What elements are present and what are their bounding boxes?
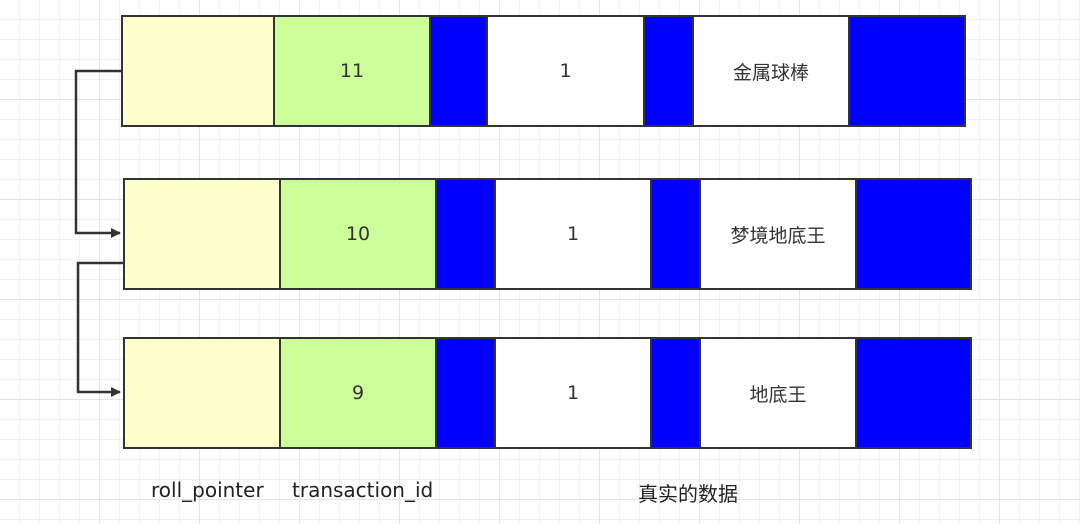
undo-record-2: 10 1 梦境地底王 xyxy=(123,178,972,290)
separator-cell xyxy=(431,17,488,125)
roll-pointer-cell xyxy=(125,180,281,288)
roll-pointer-cell xyxy=(125,339,281,447)
separator-cell xyxy=(652,180,701,288)
separator-cell xyxy=(645,17,694,125)
separator-cell xyxy=(857,180,970,288)
roll-pointer-cell xyxy=(123,17,275,125)
transaction-id-cell: 9 xyxy=(281,339,437,447)
transaction-id-cell: 11 xyxy=(275,17,431,125)
separator-cell xyxy=(437,339,496,447)
pointer-arrow-2 xyxy=(76,261,124,397)
text-cell: 梦境地底王 xyxy=(701,180,857,288)
value-cell: 1 xyxy=(496,339,652,447)
separator-cell xyxy=(437,180,496,288)
value-cell: 1 xyxy=(496,180,652,288)
transaction-id-label: transaction_id xyxy=(292,478,434,502)
roll-pointer-label: roll_pointer xyxy=(151,478,264,502)
value-cell: 1 xyxy=(488,17,645,125)
undo-record-3: 9 1 地底王 xyxy=(123,337,972,449)
undo-record-1: 11 1 金属球棒 xyxy=(121,15,966,127)
separator-cell xyxy=(850,17,964,125)
transaction-id-cell: 10 xyxy=(281,180,437,288)
real-data-label: 真实的数据 xyxy=(638,482,738,506)
separator-cell xyxy=(857,339,970,447)
pointer-arrow-1 xyxy=(74,69,122,238)
text-cell: 地底王 xyxy=(701,339,857,447)
text-cell: 金属球棒 xyxy=(694,17,850,125)
separator-cell xyxy=(652,339,701,447)
